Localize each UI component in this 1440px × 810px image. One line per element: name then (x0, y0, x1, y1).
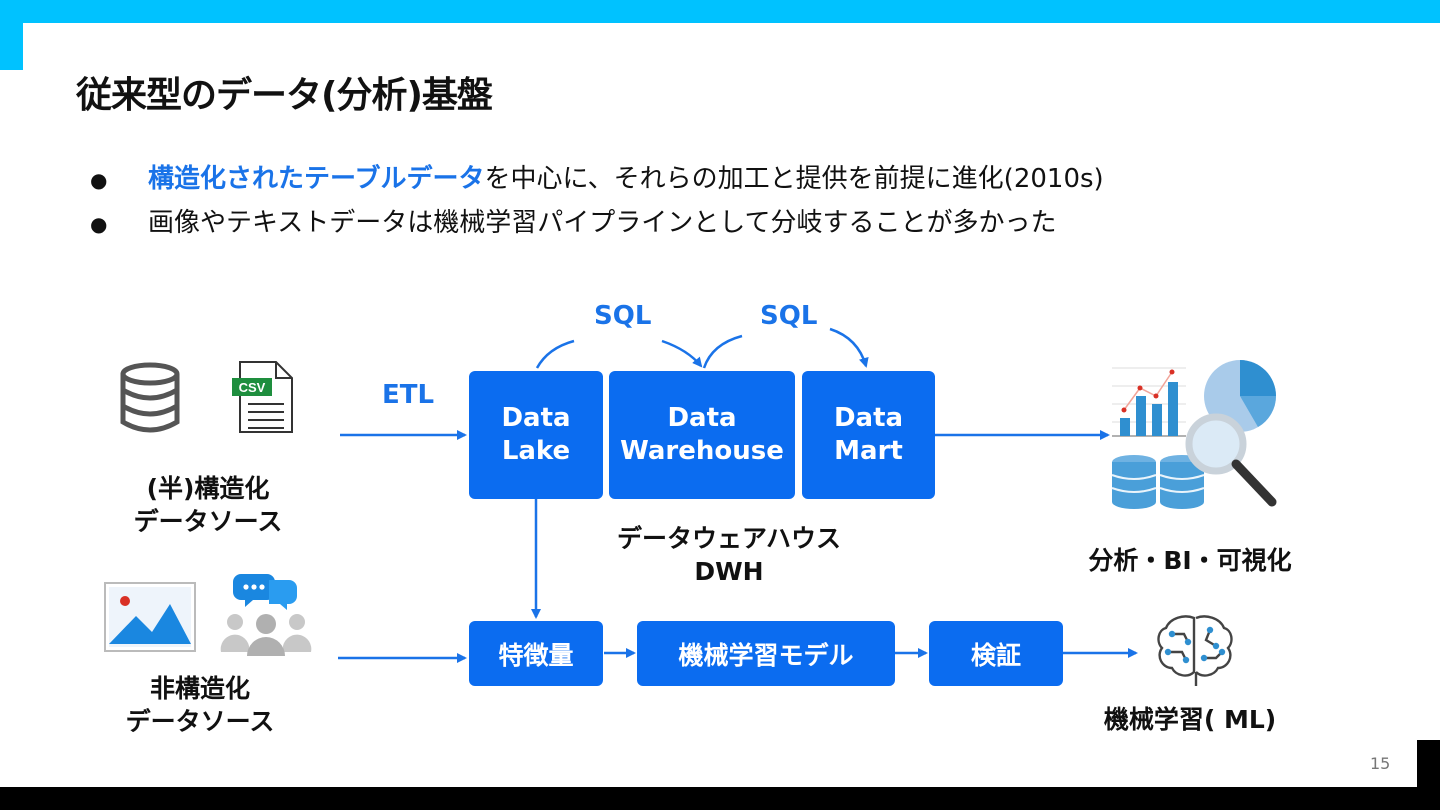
page-number: 15 (1370, 754, 1391, 773)
sql-arrow-1 (535, 339, 701, 368)
dwh-caption-line2: DWH (694, 557, 764, 586)
analysis-label: 分析・BI・可視化 (1088, 546, 1292, 575)
bottom-bar (0, 787, 1440, 810)
top-accent-bar (0, 0, 1440, 23)
csv-badge-text: CSV (239, 380, 266, 395)
unstructured-source-line1: 非構造化 (149, 674, 250, 703)
dwh-caption-line1: データウェアハウス (616, 524, 841, 553)
bullet-glyph: ● (90, 167, 108, 192)
etl-label: ETL (382, 380, 435, 410)
structured-source-line1: (半)構造化 (146, 474, 270, 503)
bullet-2: ● 画像やテキストデータは機械学習パイプラインとして分岐することが多かった (90, 202, 1056, 239)
sql-arrow-2 (702, 327, 866, 368)
bottom-right-accent (1417, 740, 1440, 787)
bullet-1-text: を中心に、それらの加工と提供を前提に進化(2010s) (484, 164, 1104, 194)
brain-circuit-icon (1157, 615, 1233, 686)
bullet-2-text: 画像やテキストデータは機械学習パイプラインとして分岐することが多かった (148, 208, 1057, 238)
sql-label-2: SQL (760, 301, 818, 331)
unstructured-source-line2: データソース (125, 707, 275, 736)
analytics-icon (1111, 360, 1277, 509)
bullet-glyph: ● (90, 211, 108, 236)
bullet-1: ● 構造化されたテーブルデータを中心に、それらの加工と提供を前提に進化(2010s… (90, 158, 1104, 195)
features-box: 特徴量 (469, 621, 603, 686)
image-icon (104, 582, 196, 652)
database-icon (120, 362, 180, 433)
top-left-accent (0, 23, 23, 70)
ml-model-box: 機械学習モデル (637, 621, 895, 686)
bullet-1-highlight: 構造化されたテーブルデータ (148, 164, 485, 194)
sql-label-1: SQL (594, 301, 652, 331)
data-mart-box: Data Mart (802, 371, 935, 499)
validation-box: 検証 (929, 621, 1063, 686)
slide-title: 従来型のデータ(分析)基盤 (76, 75, 493, 116)
csv-file-icon: CSV (232, 361, 293, 433)
people-chat-icon (220, 574, 312, 656)
dwh-caption: データウェアハウス DWH (603, 522, 855, 588)
unstructured-source-label: 非構造化 データソース (100, 672, 300, 738)
structured-source-label: (半)構造化 データソース (108, 472, 308, 538)
data-lake-box: Data Lake (469, 371, 603, 499)
data-warehouse-box: Data Warehouse (609, 371, 795, 499)
ml-label: 機械学習( ML) (1103, 705, 1277, 734)
structured-source-line2: データソース (133, 507, 283, 536)
